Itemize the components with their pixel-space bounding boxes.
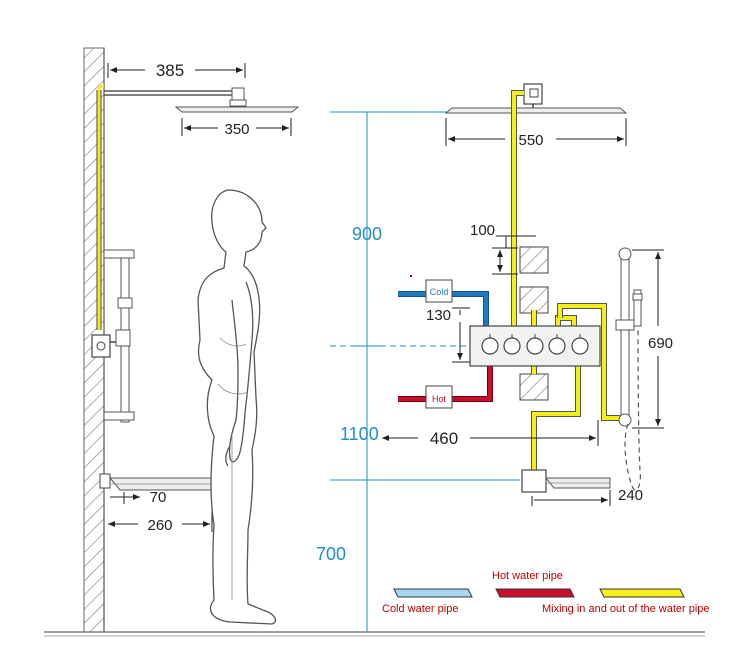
legend-mix: Mixing in and out of the water pipe [542,588,710,615]
legend-hot: Hot water pipe [492,570,575,598]
hot-pipe-label: Hot [432,394,447,404]
dim-arm-length: 385 [107,61,246,80]
dim-spout-offset: 70 [110,489,166,506]
legend-mix-label: Mixing in and out of the water pipe [542,603,710,615]
height-head-above-valve: 900 [352,224,382,244]
legend: Cold water pipe Hot water pipe Mixing in… [382,570,710,615]
legend-cold-label: Cold water pipe [382,603,458,615]
legend-hot-label: Hot water pipe [492,570,563,582]
dim-inlet-spacing-label: 130 [426,307,451,324]
dim-slide-bar-height: 690 [632,249,673,429]
left-slide-bar [103,249,135,423]
human-figure [197,189,277,625]
dim-valve-to-spout: 460 [382,420,599,448]
height-spout: 700 [316,544,346,564]
thermostatic-valve [469,325,601,367]
dim-valve-to-spout-label: 460 [430,429,458,448]
dim-jet-spacing: 100 [470,222,536,275]
hand-shower-hose [624,325,641,491]
dim-spout-length-label: 260 [147,517,172,534]
left-mix-pipe [96,84,105,330]
height-valve: 1100 [340,424,379,444]
dim-spout-offset-label: 70 [150,489,167,506]
left-bath-spout [99,473,213,491]
left-shower-head [174,106,300,113]
body-jets [519,246,549,401]
cold-pipe-label: Cold [430,287,449,297]
dim-left-head-width: 350 [181,118,292,138]
right-mix-pipes [531,303,620,470]
dim-right-head-width-label: 550 [518,132,543,149]
hot-pipe: Hot [398,364,493,409]
dim-slide-bar-height-label: 690 [648,335,673,352]
cold-pipe: Cold [398,275,489,326]
right-bath-spout [521,469,611,493]
left-shower-arm [104,87,247,107]
right-shower-head [444,83,628,114]
floor [44,631,705,637]
dim-right-head-width: 550 [445,118,627,149]
dim-right-spout-length: 240 [531,487,643,506]
dim-spout-length: 260 [108,492,213,534]
right-slide-bar [615,247,643,427]
dim-right-spout-length-label: 240 [618,487,643,504]
dim-arm-length-label: 385 [156,61,184,80]
height-dimension-lines [330,111,520,632]
left-mixer-valve [91,334,116,358]
dim-left-head-width-label: 350 [224,121,249,138]
dim-inlet-spacing: 130 [426,307,470,363]
dim-jet-spacing-label: 100 [470,222,495,239]
legend-cold: Cold water pipe [382,588,473,615]
